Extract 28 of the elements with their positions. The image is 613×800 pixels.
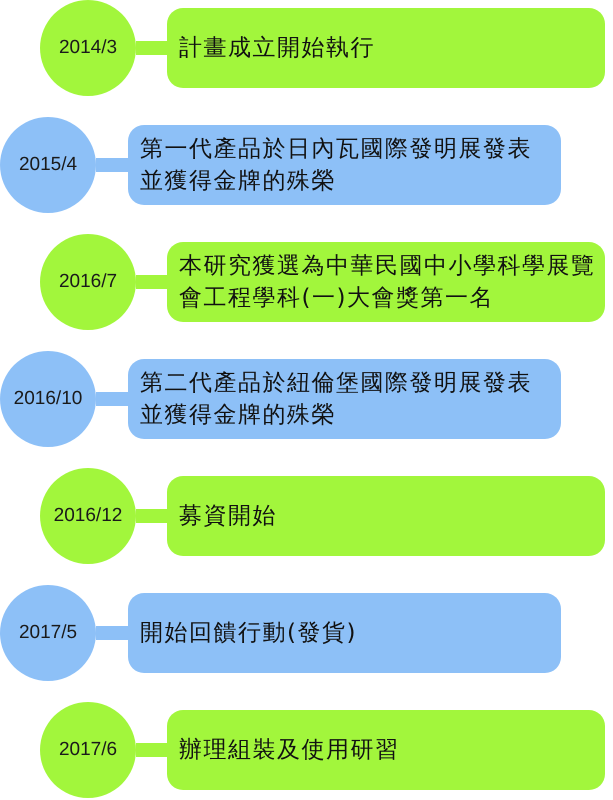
date-text: 2016/10: [14, 388, 82, 410]
event-box: [167, 476, 605, 556]
connector-bar: [96, 392, 128, 406]
connector-bar: [136, 41, 167, 55]
event-box: [167, 710, 605, 790]
connector-bar: [136, 275, 167, 289]
event-text: 計畫成立開始執行: [179, 34, 375, 63]
date-text: 2016/12: [54, 505, 122, 527]
event-box: [128, 593, 561, 673]
date-text: 2017/6: [58, 739, 118, 761]
event-text: 第一代產品於日內瓦國際發明展發表並獲得金牌的殊榮: [140, 135, 533, 196]
date-text: 2015/4: [18, 154, 78, 176]
event-box: [128, 125, 561, 205]
connector-bar: [136, 743, 167, 757]
event-text: 第二代產品於紐倫堡國際發明展發表並獲得金牌的殊榮: [140, 369, 533, 430]
connector-bar: [96, 158, 128, 172]
event-text: 辦理組裝及使用研習: [179, 736, 400, 765]
event-text: 開始回饋行動(發貨): [140, 619, 357, 648]
date-text: 2016/7: [58, 271, 118, 293]
connector-bar: [96, 626, 128, 640]
event-text: 本研究獲選為中華民國中小學科學展覽會工程學科(一)大會獎第一名: [179, 252, 596, 313]
event-box: [167, 242, 605, 322]
connector-bar: [136, 509, 167, 523]
date-text: 2017/5: [18, 622, 78, 644]
date-text: 2014/3: [58, 37, 118, 59]
event-text: 募資開始: [179, 502, 277, 531]
event-box: [167, 8, 605, 88]
event-box: [128, 359, 561, 439]
